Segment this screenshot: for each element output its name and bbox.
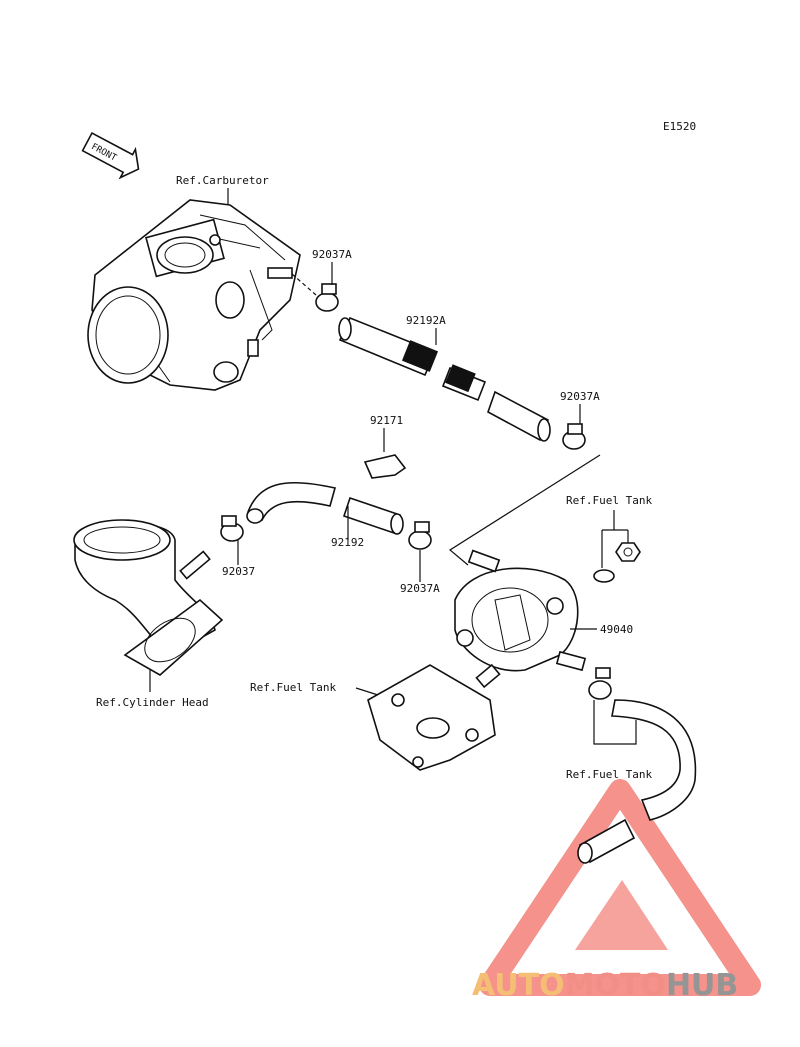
watermark-hub: HUB — [666, 968, 738, 1003]
watermark-logo: AUTOMOTOHUB — [472, 779, 761, 1003]
label-92037a-top: 92037A — [312, 248, 352, 261]
clamp-92037a-right — [562, 423, 586, 450]
label-ref-cylinder-head: Ref.Cylinder Head — [96, 696, 209, 709]
clamp-92037 — [220, 515, 244, 542]
clamp-92037a-bottom — [408, 521, 432, 550]
label-ref-fuel-tank-mid: Ref.Fuel Tank — [250, 681, 336, 694]
hose-lower — [577, 699, 697, 864]
label-92171: 92171 — [370, 414, 403, 427]
label-92192: 92192 — [331, 536, 364, 549]
hose-upper-left — [246, 481, 336, 524]
diagram-code: E1520 — [663, 120, 696, 133]
clamp-92037a-top — [315, 283, 339, 312]
front-arrow-icon: FRONT — [81, 131, 140, 180]
hose-92192a — [338, 316, 551, 442]
hose-92192 — [342, 496, 404, 535]
label-ref-fuel-tank-top: Ref.Fuel Tank — [566, 494, 652, 507]
label-92192a: 92192A — [406, 314, 446, 327]
nut-washer — [593, 542, 641, 583]
clip-92171 — [363, 454, 407, 479]
clamp-lower — [588, 667, 612, 700]
fuel-tank-mount — [367, 663, 501, 771]
watermark-auto: AUTO — [472, 968, 565, 1003]
intake-boot — [73, 519, 224, 676]
label-92037a-bottom: 92037A — [400, 582, 440, 595]
carburetor — [87, 199, 301, 391]
label-ref-carburetor: Ref.Carburetor — [176, 174, 269, 187]
label-92037: 92037 — [222, 565, 255, 578]
svg-text:AUTOMOTOHUB: AUTOMOTOHUB — [472, 968, 738, 1003]
label-92037a-right: 92037A — [560, 390, 600, 403]
label-49040: 49040 — [600, 623, 633, 636]
label-ref-fuel-tank-bottom: Ref.Fuel Tank — [566, 768, 652, 781]
fuel-valve-49040 — [454, 549, 587, 672]
watermark-moto: MOTO — [565, 968, 666, 1003]
